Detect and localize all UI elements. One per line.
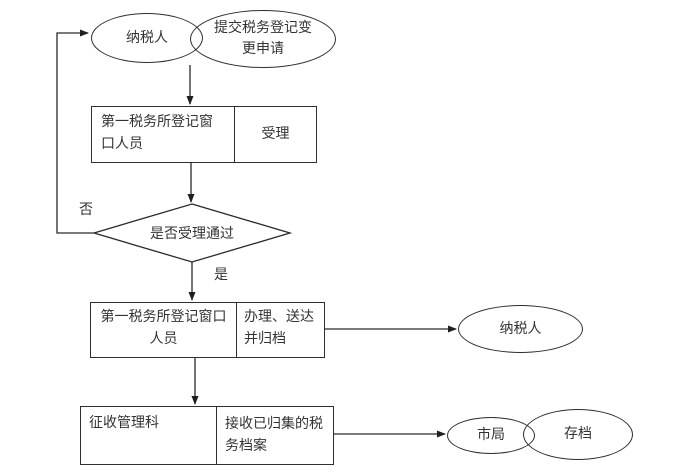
accept-box-action: 受理 — [234, 107, 316, 162]
decision-label: 是否受理通过 — [150, 227, 234, 242]
collection-box-action-label: 接收已归集的税务档案 — [225, 416, 323, 454]
collection-box-action: 接收已归集的税务档案 — [216, 407, 333, 464]
node-city-bureau-label: 市局 — [477, 428, 505, 443]
node-submit-application-label: 提交税务登记变更申请 — [214, 21, 312, 57]
node-archive: 存档 — [523, 409, 633, 460]
process-box-action: 办理、送达并归档 — [236, 303, 324, 357]
collection-box-role: 征收管理科 — [89, 416, 159, 431]
node-collection-box: 征收管理科 接收已归集的税务档案 — [80, 406, 334, 465]
connector-no-feedback — [56, 29, 94, 234]
node-taxpayer-start-label: 纳税人 — [126, 30, 168, 46]
node-taxpayer-result: 纳税人 — [458, 305, 583, 353]
accept-box-role: 第一税务所登记窗口人员 — [101, 115, 213, 152]
node-submit-application: 提交税务登记变更申请 — [190, 10, 336, 68]
node-archive-label: 存档 — [564, 427, 592, 442]
node-taxpayer-start: 纳税人 — [91, 13, 203, 63]
node-taxpayer-result-label: 纳税人 — [499, 321, 542, 337]
branch-no-label: 否 — [79, 203, 93, 218]
process-box-role: 第一税务所登记窗口人员 — [100, 310, 227, 347]
node-accept-box: 第一税务所登记窗口人员 受理 — [91, 106, 317, 163]
node-process-box: 第一税务所登记窗口人员 办理、送达并归档 — [90, 302, 325, 358]
branch-yes-label: 是 — [214, 268, 228, 283]
node-city-bureau: 市局 — [447, 417, 535, 454]
